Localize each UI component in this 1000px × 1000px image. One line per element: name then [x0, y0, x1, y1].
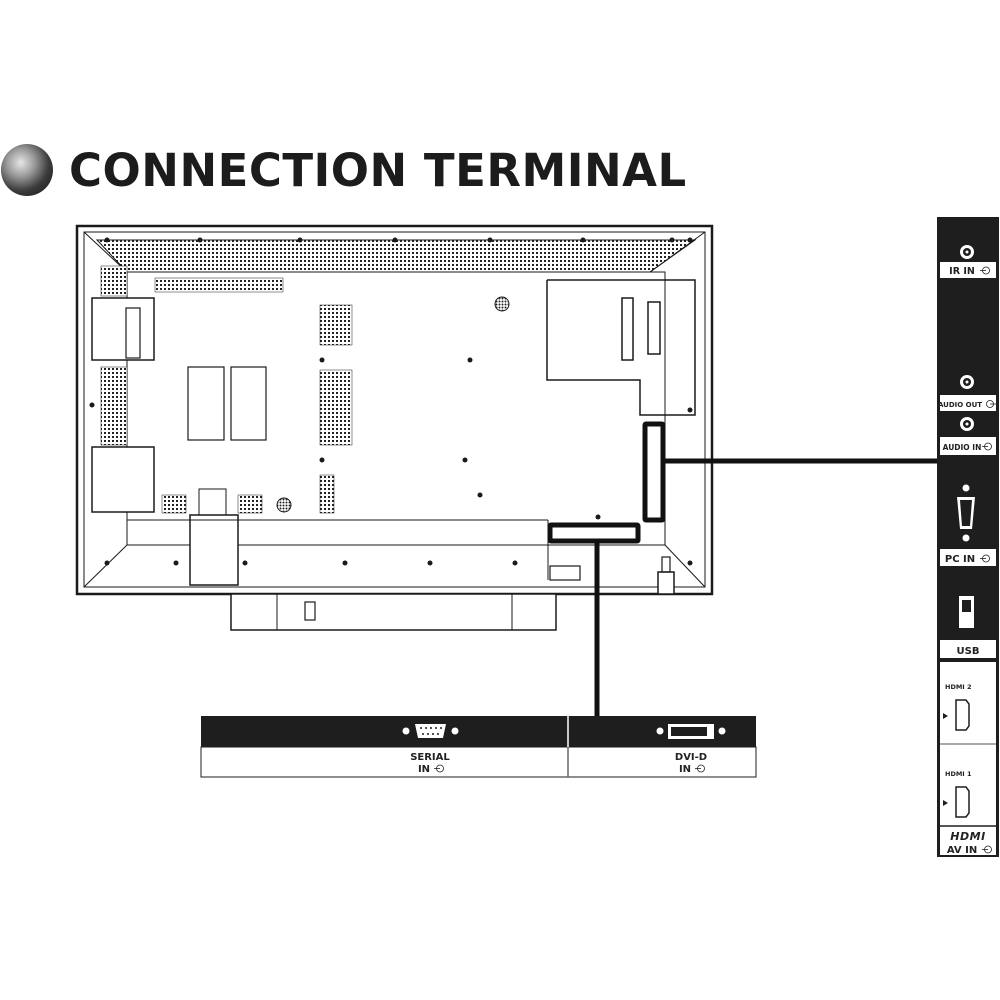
page-title: CONNECTION TERMINAL — [69, 143, 687, 197]
input-arrow-icon — [695, 764, 705, 773]
dvi-port-icon — [656, 724, 726, 739]
av-in-label: AV IN — [947, 845, 977, 856]
bullet-icon — [1, 144, 53, 196]
input-arrow-icon — [982, 442, 992, 451]
connector-lines — [547, 421, 938, 718]
ir-in-label: IR IN — [949, 266, 975, 277]
input-arrow-icon — [982, 845, 992, 854]
hdmi-1-label: HDMI 1 — [945, 770, 972, 778]
audio-out-label: AUDIO OUT — [938, 401, 982, 409]
hdmi-1-port-icon — [943, 786, 970, 818]
side-terminal-panel: IR IN AUDIO OUT AUDIO IN PC IN USB HDMI … — [937, 217, 999, 857]
section-heading: CONNECTION TERMINAL — [0, 140, 687, 200]
hdmi-2-label: HDMI 2 — [945, 683, 972, 691]
ir-in-jack-icon — [960, 245, 974, 259]
audio-in-jack-icon — [960, 417, 974, 431]
input-arrow-icon — [980, 554, 990, 563]
input-arrow-icon — [434, 764, 444, 773]
tv-rear-view — [75, 224, 714, 631]
hdmi-logo: HDMI — [950, 830, 985, 843]
pc-in-label: PC IN — [945, 554, 975, 565]
audio-out-jack-icon — [960, 375, 974, 389]
usb-port-icon — [959, 596, 974, 628]
vga-port-icon — [957, 484, 975, 542]
usb-label: USB — [957, 646, 980, 657]
dvi-d-label: DVI-D — [675, 752, 707, 763]
bottom-terminal-panel: SERIAL IN DVI-D IN — [200, 716, 757, 778]
hdmi-2-port-icon — [943, 699, 970, 731]
input-arrow-icon — [980, 266, 990, 275]
serial-port-icon — [402, 724, 459, 738]
serial-label: SERIAL — [410, 752, 450, 763]
audio-in-label: AUDIO IN — [943, 443, 982, 452]
dvi-in-label: IN — [679, 764, 691, 775]
output-arrow-icon — [986, 400, 996, 408]
serial-in-label: IN — [418, 764, 430, 775]
